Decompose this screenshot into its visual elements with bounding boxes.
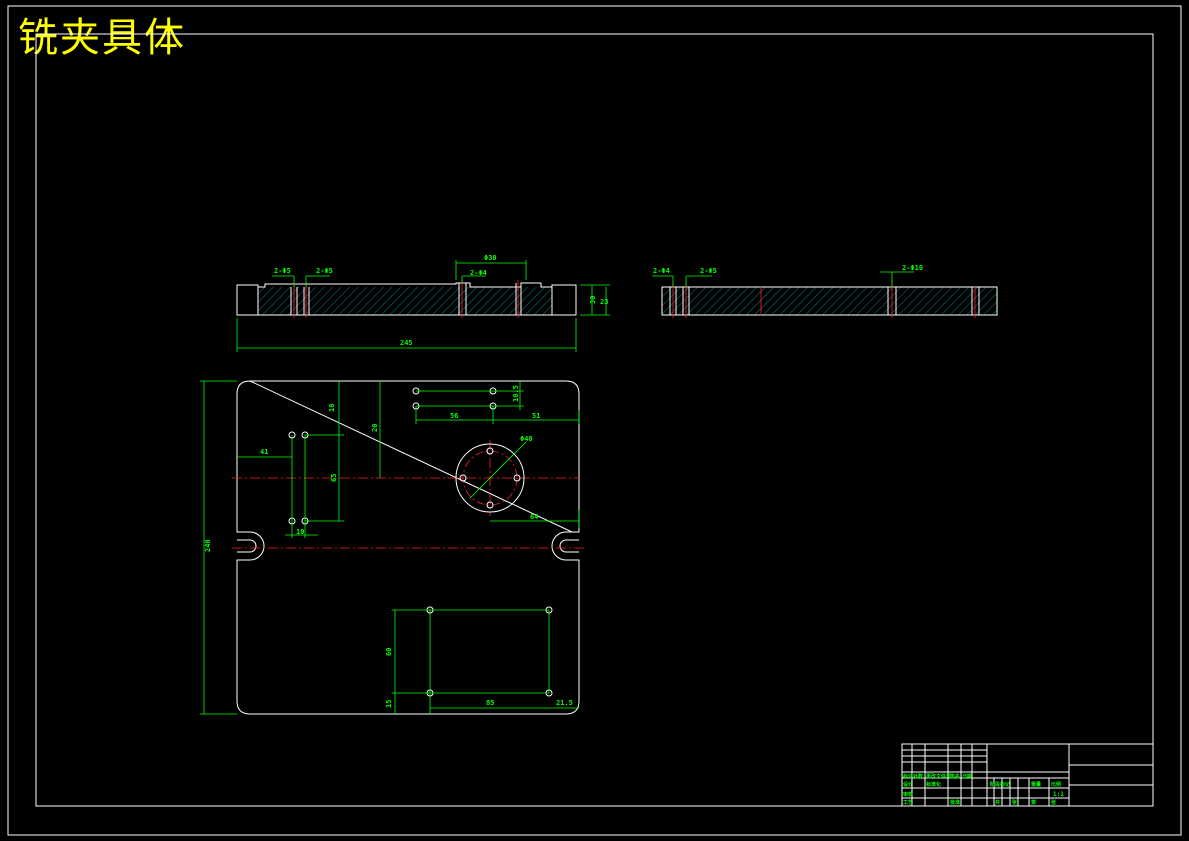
dim-plan-bolt-circle: Φ40 bbox=[520, 435, 533, 443]
dim-plan-left-v-spacing: 65 bbox=[330, 474, 338, 482]
dim-b-hole-3: 2-Φ10 bbox=[902, 264, 923, 272]
dim-plan-height-total: 240 bbox=[204, 539, 212, 552]
tb-label-weight: 重量 bbox=[1031, 781, 1041, 788]
tb-scale-value: 1:1 bbox=[1053, 791, 1064, 798]
tb-label-mark: 标记 bbox=[902, 773, 913, 780]
tb-label-approve: 批准 bbox=[950, 799, 960, 806]
tb-label-sheets: 张 bbox=[1012, 799, 1018, 806]
dim-a-hole-left-1: 2-Φ5 bbox=[274, 267, 291, 275]
dim-a-length-total: 245 bbox=[400, 339, 413, 347]
dim-a-hole-right: 2-Φ4 bbox=[470, 269, 487, 277]
title-block bbox=[901, 743, 1154, 807]
title-block-labels: 标记 处数 更改文件号 签名 日期 设计 标准化 阶段标记 重量 比例 审核 工… bbox=[902, 773, 1064, 806]
dim-plan-bottom-offset-h: 21.5 bbox=[556, 699, 573, 707]
tb-label-review: 审核 bbox=[903, 791, 913, 798]
plan-view bbox=[200, 380, 584, 715]
outer-border bbox=[7, 5, 1182, 836]
section-view-a bbox=[236, 260, 610, 352]
dim-plan-left-h-spacing: 10 bbox=[296, 528, 304, 536]
tb-label-sheet: 张 bbox=[1051, 799, 1057, 806]
dim-plan-top-pitch-small: 10.5 bbox=[512, 385, 520, 402]
dim-a-height-total: 30 bbox=[589, 296, 597, 304]
tb-label-design: 设计 bbox=[903, 781, 913, 788]
tb-label-change-doc: 更改文件号 bbox=[926, 773, 951, 780]
dim-plan-top-offset-v: 20 bbox=[371, 424, 379, 432]
section-view-b bbox=[652, 271, 998, 318]
inner-border bbox=[35, 33, 1154, 807]
tb-label-sheet-no: 第 bbox=[1031, 799, 1036, 806]
dim-plan-left-offset: 41 bbox=[260, 448, 268, 456]
dim-b-hole-1: 2-Φ4 bbox=[653, 267, 670, 275]
tb-label-process: 工艺 bbox=[903, 799, 913, 806]
dim-plan-bottom-offset-v: 15 bbox=[385, 700, 393, 708]
tb-label-standard: 标准化 bbox=[925, 781, 941, 788]
dim-plan-top-pitch-v: 10 bbox=[328, 404, 336, 412]
dim-a-counterbore: Φ30 bbox=[484, 254, 497, 262]
dim-plan-bolt-offset: 64 bbox=[530, 513, 538, 521]
tb-label-total: 共 bbox=[995, 799, 1000, 806]
drawing-title: 铣夹具体 bbox=[18, 15, 186, 61]
tb-label-scale: 比例 bbox=[1051, 781, 1061, 788]
dim-plan-top-len-51: 51 bbox=[532, 412, 540, 420]
tb-label-date: 日期 bbox=[962, 773, 972, 780]
dim-plan-bottom-v-spacing: 60 bbox=[385, 648, 393, 656]
dim-a-height-plate: 23 bbox=[600, 298, 608, 306]
dim-a-hole-left-2: 2-Φ5 bbox=[316, 267, 333, 275]
dim-plan-bottom-h-spacing: 85 bbox=[486, 699, 494, 707]
tb-label-sign: 签名 bbox=[949, 773, 960, 780]
tb-label-stage: 阶段标记 bbox=[990, 781, 1010, 788]
tb-label-count: 处数 bbox=[912, 773, 924, 780]
dim-b-hole-2: 2-Φ5 bbox=[700, 267, 717, 275]
dim-plan-top-len-56: 56 bbox=[450, 412, 458, 420]
